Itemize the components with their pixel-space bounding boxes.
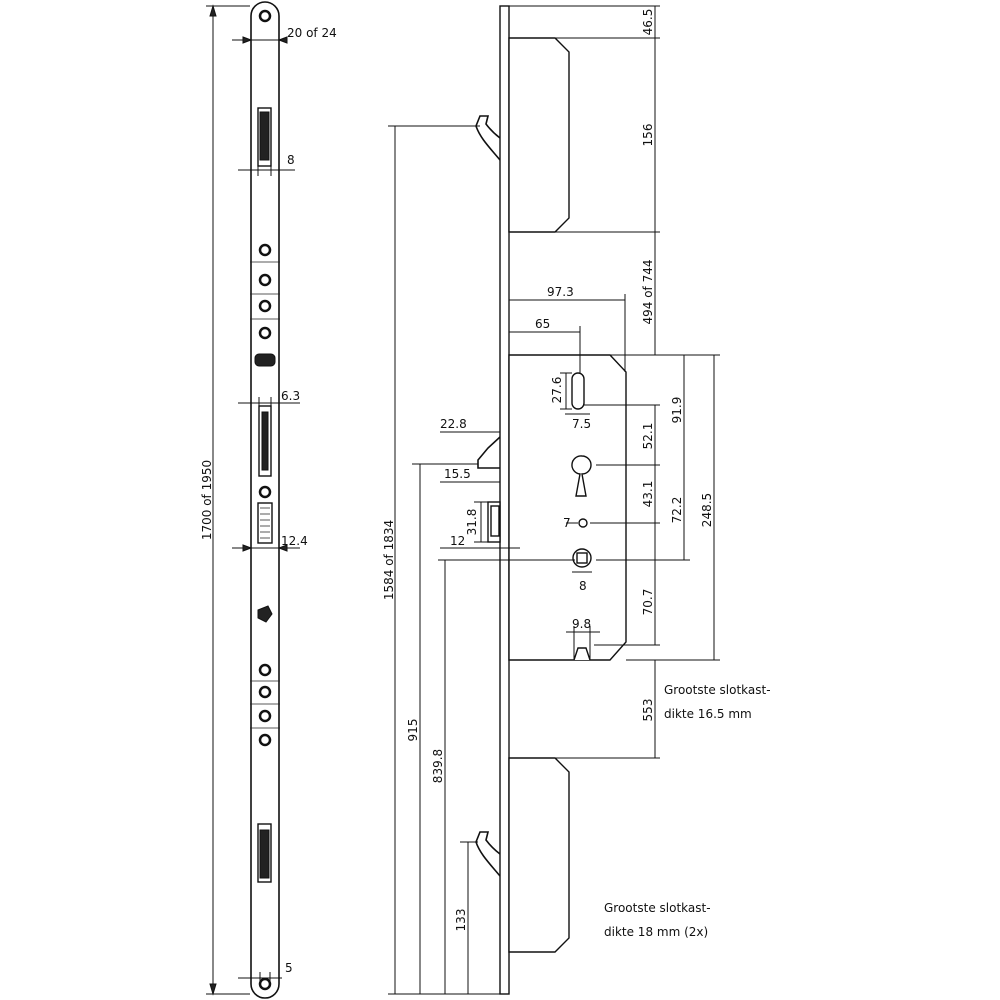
dim-248-5: 248.5 xyxy=(700,493,714,527)
note-bottom-line2: dikte 18 mm (2x) xyxy=(604,925,708,939)
side-view xyxy=(388,5,720,995)
dim-91-9: 91.9 xyxy=(670,397,684,424)
rail-small-mechanism xyxy=(257,605,273,623)
rail-screw-hole xyxy=(258,243,272,257)
dim-12: 12 xyxy=(450,534,465,548)
dim-15-5: 15.5 xyxy=(444,467,471,481)
dim-7-5: 7.5 xyxy=(572,417,591,431)
case-top-slot xyxy=(571,372,585,410)
dim-5: 5 xyxy=(285,961,293,975)
deadbolt-window xyxy=(257,502,273,544)
top-hook xyxy=(475,115,501,161)
front-rail-view xyxy=(206,1,300,999)
cylinder-keyhole xyxy=(571,455,592,497)
dim-rail-width: 20 of 24 xyxy=(287,26,337,40)
dim-6-3: 6.3 xyxy=(281,389,300,403)
note-bottom-line1: Grootste slotkast- xyxy=(604,901,711,915)
dim-12-4: 12.4 xyxy=(281,534,308,548)
dim-915: 915 xyxy=(406,719,420,742)
dim-31-8: 31.8 xyxy=(465,509,479,536)
case-small-hole xyxy=(578,518,588,528)
dim-rail-length: 1700 of 1950 xyxy=(200,460,214,540)
main-lock-case xyxy=(508,354,627,661)
rail-screw-hole xyxy=(258,273,272,287)
rail-top-screw-hole xyxy=(258,9,272,23)
bottom-hook-bolt xyxy=(259,829,270,879)
rail-screw-hole xyxy=(258,733,272,747)
note-mid-line1: Grootste slotkast- xyxy=(664,683,771,697)
dim-46-5: 46.5 xyxy=(641,9,655,36)
dim-553: 553 xyxy=(641,699,655,722)
note-mid-line2: dikte 16.5 mm xyxy=(664,707,752,721)
dim-97-3: 97.3 xyxy=(547,285,574,299)
rail-screw-hole xyxy=(258,709,272,723)
top-hook-bolt xyxy=(259,111,270,161)
latch-bolt xyxy=(261,411,269,471)
dim-spindle-8: 8 xyxy=(579,579,587,593)
bottom-hook-housing xyxy=(508,757,570,953)
top-hook-housing xyxy=(508,37,570,233)
dim-slot-8: 8 xyxy=(287,153,295,167)
dim-52-1: 52.1 xyxy=(641,423,655,450)
dim-156: 156 xyxy=(641,124,655,147)
rail-screw-hole xyxy=(258,326,272,340)
dim-22-8: 22.8 xyxy=(440,417,467,431)
rail-screw-hole xyxy=(258,663,272,677)
rail-roller xyxy=(254,353,276,367)
front-rail-outline xyxy=(250,1,280,999)
dim-72-2: 72.2 xyxy=(670,497,684,524)
faceplate-side xyxy=(499,5,510,995)
dim-27-6: 27.6 xyxy=(550,377,564,404)
dim-9-8: 9.8 xyxy=(572,617,591,631)
rail-center-hole xyxy=(258,485,272,499)
dim-65: 65 xyxy=(535,317,550,331)
dim-70-7: 70.7 xyxy=(641,589,655,616)
bottom-hook xyxy=(475,831,501,877)
rail-screw-hole xyxy=(258,299,272,313)
rail-bottom-screw-hole xyxy=(258,977,272,991)
dim-133: 133 xyxy=(454,909,468,932)
dim-7: 7 xyxy=(563,516,571,530)
latch-side xyxy=(477,436,501,469)
rail-screw-hole xyxy=(258,685,272,699)
dim-494: 494 of 744 xyxy=(641,259,655,324)
dim-43-1: 43.1 xyxy=(641,481,655,508)
dim-839-8: 839.8 xyxy=(431,749,445,783)
dim-bolt-height: 1584 of 1834 xyxy=(382,520,396,600)
